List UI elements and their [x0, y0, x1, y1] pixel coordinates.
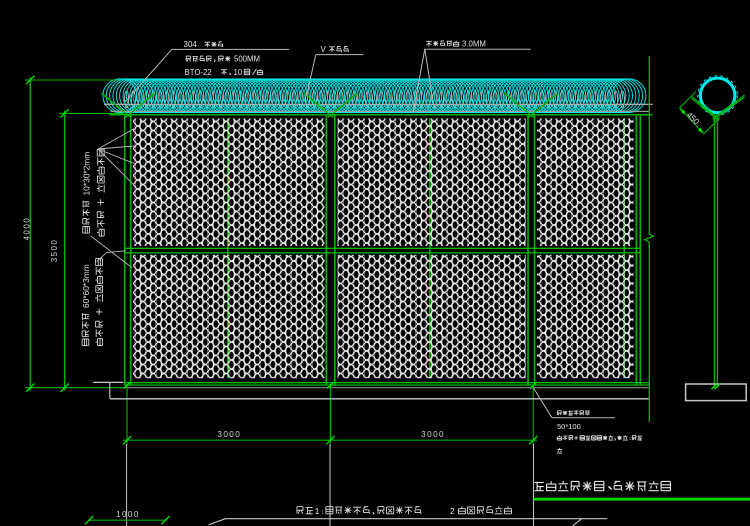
svg-text:2: 2: [450, 506, 455, 516]
svg-text:10*30*2mm: 10*30*2mm: [82, 152, 92, 196]
svg-text:50*100: 50*100: [557, 422, 581, 431]
svg-text:3.0MM: 3.0MM: [462, 39, 486, 48]
svg-text:4000: 4000: [23, 217, 32, 241]
svg-text:500MM: 500MM: [234, 55, 260, 64]
svg-text:3000: 3000: [421, 430, 445, 439]
svg-text:3500: 3500: [50, 239, 59, 263]
svg-text:3000: 3000: [217, 430, 241, 439]
svg-text:304: 304: [184, 40, 198, 49]
svg-text:1000: 1000: [116, 510, 140, 519]
svg-text:BTO-22: BTO-22: [185, 68, 212, 77]
svg-text:60*60*3mm: 60*60*3mm: [81, 264, 91, 308]
svg-text:1: 1: [315, 506, 320, 516]
svg-text:10: 10: [234, 68, 243, 77]
svg-text:V: V: [321, 45, 327, 54]
